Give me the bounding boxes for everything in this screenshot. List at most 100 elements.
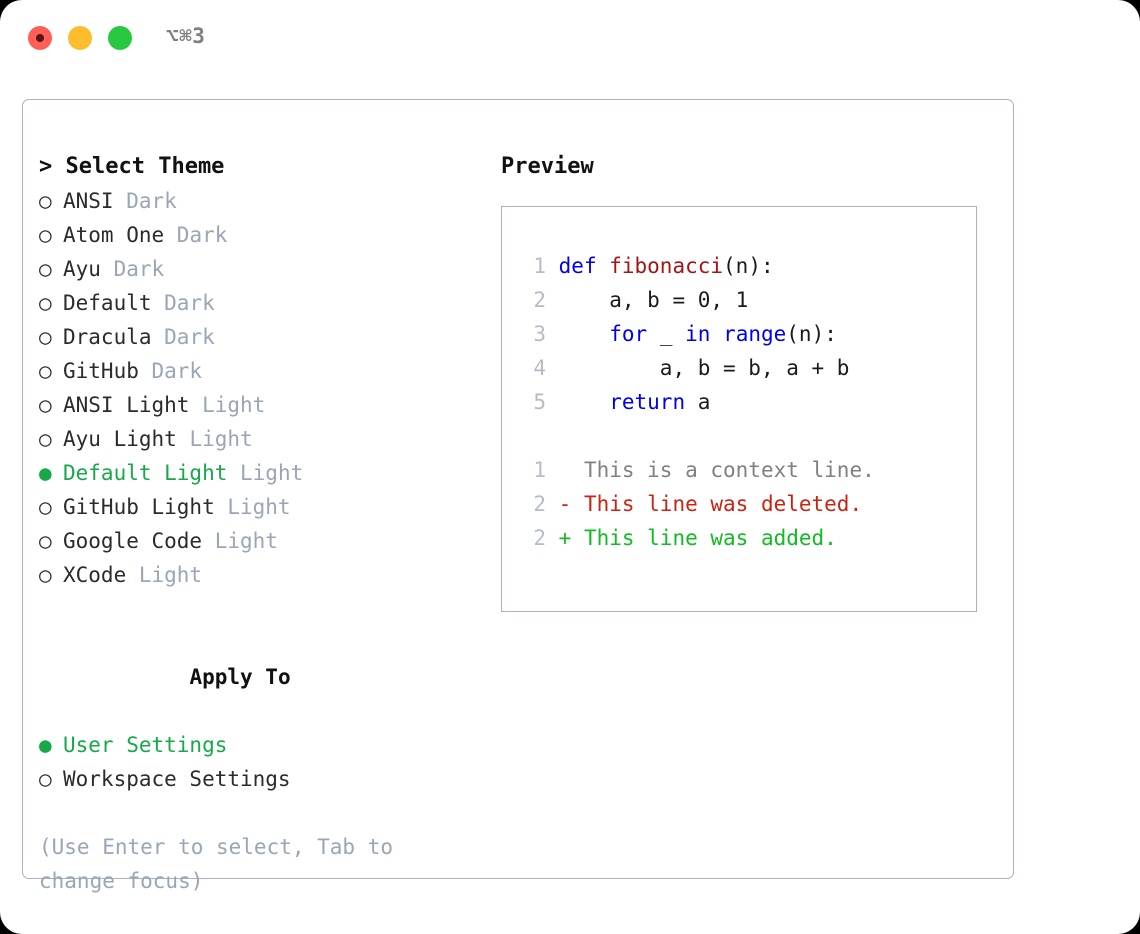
theme-option-tag: Light — [189, 393, 266, 417]
code-token — [710, 322, 723, 346]
code-token: range — [723, 322, 787, 346]
select-theme-heading: > Select Theme — [39, 154, 225, 179]
theme-option-tag: Dark — [151, 325, 215, 349]
apply-to-heading-label: Apply To — [189, 665, 291, 689]
theme-option-tag: Dark — [164, 223, 228, 247]
radio-unselected-icon: ○ — [39, 563, 52, 587]
theme-option-label: Ayu Light — [63, 427, 177, 451]
radio-unselected-icon: ○ — [39, 767, 52, 791]
line-number: 3 — [533, 322, 546, 346]
code-line: 1 def fibonacci(n): — [520, 249, 976, 283]
theme-option-tag: Dark — [100, 257, 165, 281]
keyboard-hint: (Use Enter to select, Tab to change focu… — [39, 835, 394, 893]
code-token: _ — [647, 322, 686, 346]
title-bar: ⌥⌘3 — [0, 0, 1140, 78]
minimize-button[interactable] — [68, 26, 92, 50]
line-number: 1 — [533, 254, 546, 278]
diff-line: 2 - This line was deleted. — [520, 487, 976, 521]
theme-option[interactable]: ○Atom One Dark — [39, 218, 489, 252]
apply-to-option[interactable]: ○ Workspace Settings — [39, 762, 489, 796]
theme-option-label: Google Code — [63, 529, 203, 553]
theme-option-label: GitHub Light — [63, 495, 215, 519]
radio-unselected-icon: ○ — [39, 529, 52, 553]
code-token: return — [609, 390, 686, 414]
preview-column: Preview 1 def fibonacci(n):2 a, b = 0, 1… — [501, 150, 1001, 612]
theme-option[interactable]: ○ Ayu Dark — [39, 252, 489, 286]
apply-to-option-label: Workspace Settings — [63, 767, 291, 791]
theme-picker-column: > Select Theme ○ANSI Dark○Atom One Dark○… — [39, 150, 489, 898]
theme-option-label: Dracula — [63, 325, 152, 349]
theme-option[interactable]: ○ Google Code Light — [39, 524, 489, 558]
code-token: for — [609, 322, 648, 346]
theme-option-tag: Dark — [151, 291, 215, 315]
code-token: in — [685, 322, 711, 346]
code-line: 3 for _ in range(n): — [520, 317, 976, 351]
code-token — [559, 322, 610, 346]
diff-line-text: This is a context line. — [558, 458, 875, 482]
radio-selected-icon: ● — [39, 461, 52, 485]
close-button[interactable] — [28, 26, 52, 50]
radio-unselected-icon: ○ — [39, 393, 52, 417]
code-token: fibonacci — [609, 254, 724, 278]
code-token: def — [558, 254, 610, 278]
code-token: (n): — [723, 254, 774, 278]
theme-option[interactable]: ○ Ayu Light Light — [39, 422, 489, 456]
diff-sample: 1 This is a context line.2 - This line w… — [520, 453, 976, 555]
code-token: a, b = 0, 1 — [558, 288, 749, 312]
diff-line-text: + This line was added. — [558, 526, 837, 550]
main-panel: > Select Theme ○ANSI Dark○Atom One Dark○… — [22, 99, 1014, 893]
theme-option-label: Ayu — [63, 257, 101, 281]
radio-unselected-icon: ○ — [39, 291, 52, 315]
code-token — [559, 390, 610, 414]
theme-option[interactable]: ○XCode Light — [39, 558, 489, 592]
apply-to-list[interactable]: ● User Settings ○ Workspace Settings — [39, 728, 489, 796]
code-line: 4 a, b = b, a + b — [520, 351, 976, 385]
line-number: 2 — [533, 288, 546, 312]
theme-option-tag: Light — [202, 529, 278, 553]
keyboard-shortcut-label: ⌥⌘3 — [166, 24, 206, 48]
theme-list[interactable]: ○ANSI Dark○Atom One Dark○Ayu Dark○Defaul… — [39, 184, 489, 592]
maximize-button[interactable] — [108, 26, 132, 50]
radio-unselected-icon: ○ — [39, 257, 52, 281]
theme-option-tag: Light — [214, 495, 291, 519]
radio-unselected-icon: ○ — [39, 427, 52, 451]
radio-selected-icon: ● — [39, 733, 52, 757]
theme-option-tag: Dark — [138, 359, 203, 383]
theme-option[interactable]: ○ANSI Light Light — [39, 388, 489, 422]
theme-option-label: XCode — [63, 563, 127, 587]
theme-option-label: Default Light — [63, 461, 228, 485]
theme-option[interactable]: ○GitHub Dark — [39, 354, 489, 388]
line-number: 5 — [533, 390, 546, 414]
apply-to-heading: Apply To — [39, 626, 489, 728]
radio-unselected-icon: ○ — [39, 495, 52, 519]
line-number: 2 — [533, 492, 546, 516]
theme-option[interactable]: ○ANSI Dark — [39, 184, 489, 218]
theme-option-tag: Light — [227, 461, 304, 485]
apply-to-option-label: User Settings — [63, 733, 228, 757]
code-token: a, b = b, a + b — [558, 356, 850, 380]
line-number: 1 — [533, 458, 546, 482]
code-line: 2 a, b = 0, 1 — [520, 283, 976, 317]
diff-line-text: - This line was deleted. — [558, 492, 863, 516]
theme-option-label: Default — [63, 291, 152, 315]
diff-line: 2 + This line was added. — [520, 521, 976, 555]
theme-option-label: GitHub — [63, 359, 139, 383]
line-number: 4 — [533, 356, 546, 380]
theme-option[interactable]: ○ Dracula Dark — [39, 320, 489, 354]
theme-option[interactable]: ○ GitHub Light Light — [39, 490, 489, 524]
preview-heading: Preview — [501, 154, 594, 179]
diff-line: 1 This is a context line. — [520, 453, 976, 487]
radio-unselected-icon: ○ — [39, 325, 52, 349]
code-diff-gap — [520, 419, 976, 453]
theme-option[interactable]: ● Default Light Light — [39, 456, 489, 490]
theme-option-label: ANSI — [63, 189, 114, 213]
theme-option-tag: Light — [176, 427, 253, 451]
code-token: (n): — [786, 322, 837, 346]
radio-unselected-icon: ○ — [39, 189, 52, 213]
code-token: a — [685, 390, 711, 414]
code-line: 5 return a — [520, 385, 976, 419]
theme-option[interactable]: ○ Default Dark — [39, 286, 489, 320]
apply-to-option[interactable]: ● User Settings — [39, 728, 489, 762]
